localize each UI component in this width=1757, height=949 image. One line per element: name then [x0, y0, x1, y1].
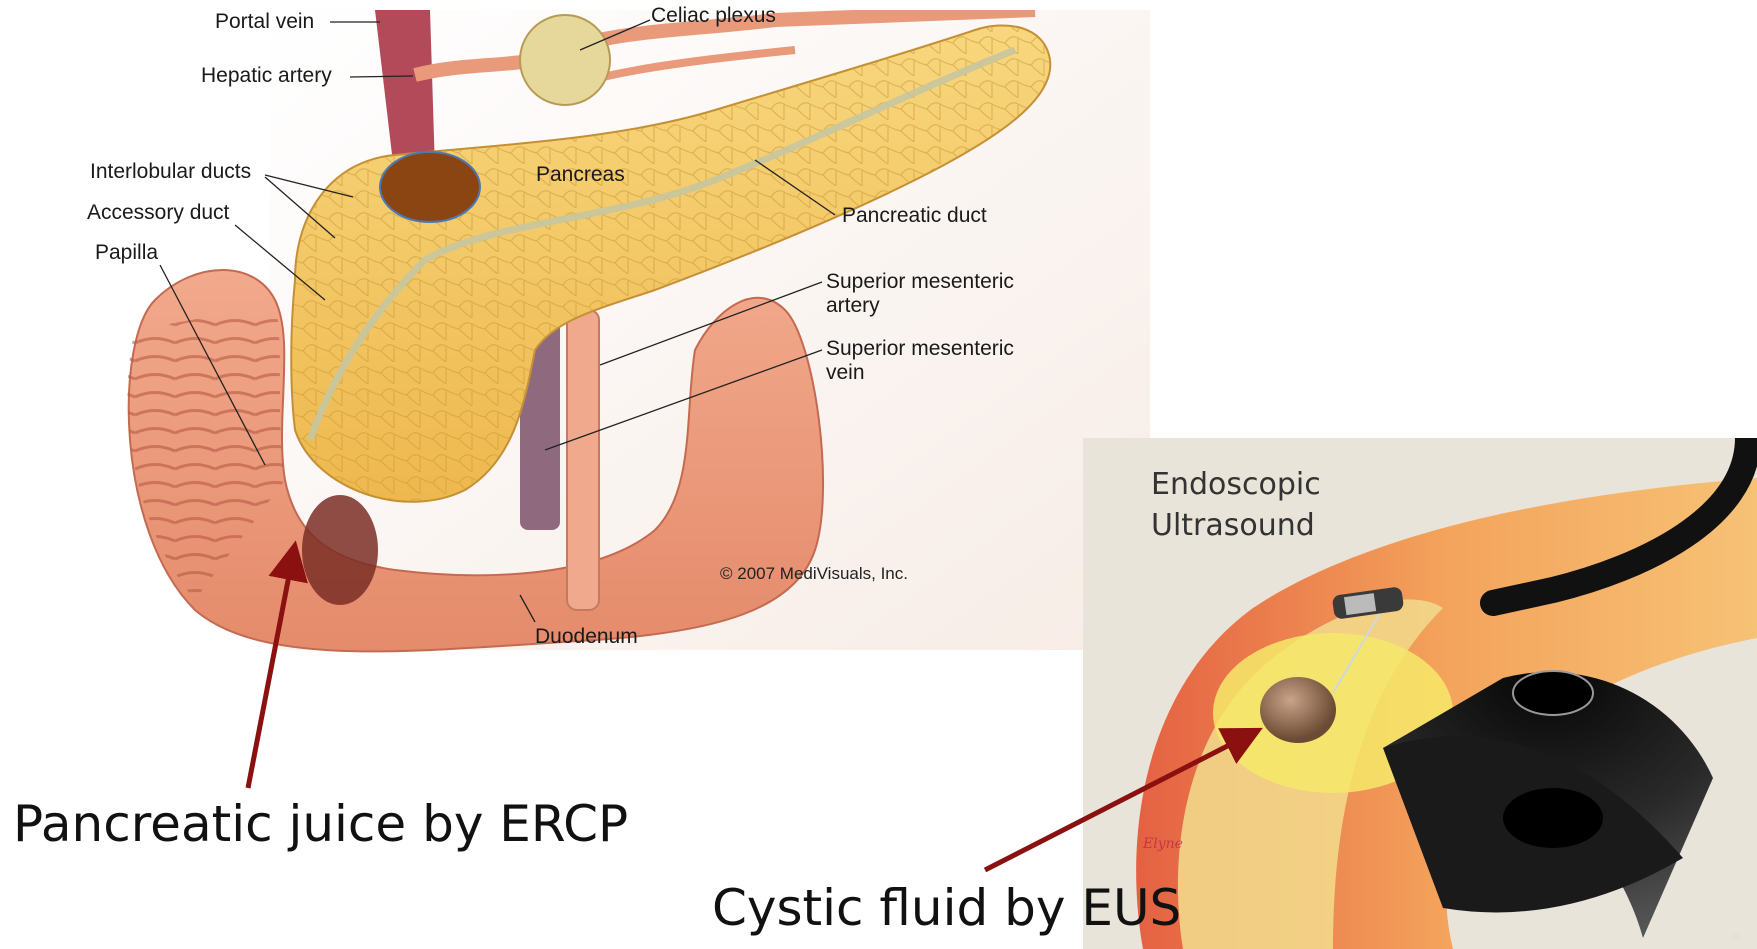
caption-ercp: Pancreatic juice by ERCP — [13, 799, 628, 849]
eus-arrow — [985, 737, 1245, 870]
ercp-arrow — [248, 560, 292, 788]
caption-eus: Cystic fluid by EUS — [712, 883, 1181, 933]
